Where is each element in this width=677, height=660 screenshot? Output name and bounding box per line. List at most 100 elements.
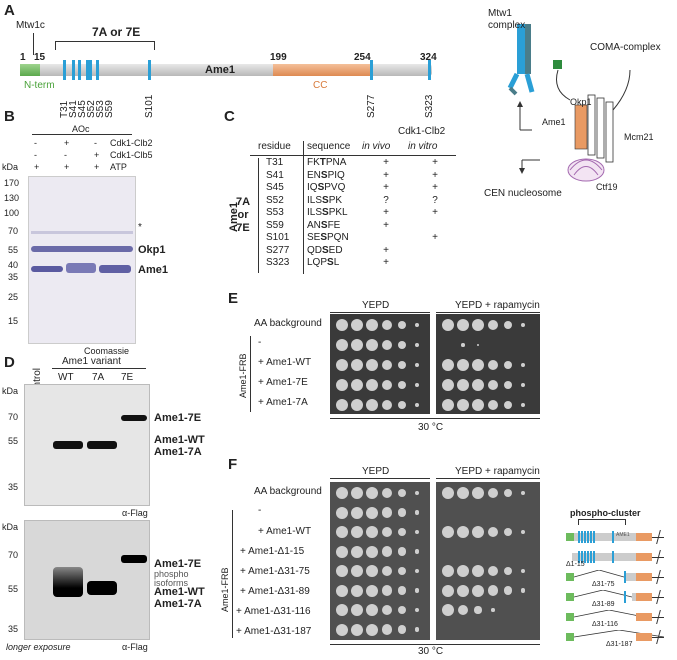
cell-invitro: + [432,207,438,218]
yeast-spot [487,319,499,331]
yeast-spot [351,604,363,616]
cell-invivo: + [383,244,389,256]
panel-b-kda: kDa [2,162,19,172]
nterm-label: N-term [24,80,55,91]
marker-40: 40 [8,260,19,270]
site-s323 [428,60,431,80]
yeast-spot [397,566,407,576]
yeast-spot [336,506,348,519]
cell-residue: S53 [266,207,284,218]
yeast-spot [336,526,348,538]
yeast-spot [336,623,348,636]
yeast-spot [457,487,469,499]
yeast-spot [457,319,469,331]
label-7e-top: Ame1-7E [154,412,202,424]
cell-invivo: ? [383,194,389,206]
cell-sequence: SESPQN [307,232,349,243]
residue-row: S52 ILSSPK?? [262,195,459,208]
e-row-4: + Ame1-7A [258,397,308,408]
label-7a-top: Ame1-7A [154,446,202,458]
mtw1c-line [33,33,34,55]
f-side-label: Ame1-FRB [220,567,230,612]
marker-35: 35 [8,272,19,282]
yeast-spot [366,565,378,577]
yeast-spot [472,526,484,538]
cell-invitro [411,245,459,258]
site-s45 [78,60,81,80]
cell-sequence: ILSSPK [307,194,343,206]
yeast-spot [381,507,393,518]
band-7a-bottom [87,581,117,595]
d-marker-35-bottom: 35 [8,624,19,634]
construct-1: Δ1-15 [566,550,672,568]
yeast-spot [414,322,420,328]
yeast-spot [503,488,513,498]
ame1-bar-label: Ame1 [205,64,235,76]
f-side-line [232,510,233,638]
f-row-6: + Ame1-Δ31-116 [236,606,311,617]
site-s59 [96,60,99,80]
yeast-spot [351,487,363,499]
yeast-spot [366,487,378,499]
yeast-spot [351,339,363,351]
yeast-spot [442,319,454,331]
band-7e-top [121,415,147,421]
yeast-spot [366,506,378,519]
yeast-spot [414,490,420,496]
yeast-spot [366,399,378,411]
pos-1: 1 [20,52,26,63]
aoc-label: AOc [72,124,90,134]
yeast-spot [472,319,484,331]
aoc-line [32,134,132,135]
yeast-spot [442,604,454,616]
yeast-spot [366,584,378,597]
lane-7e: 7E [121,372,134,383]
yeast-spot [472,359,484,371]
f-yepd: YEPD [362,466,390,477]
yeast-spot [474,606,482,614]
e-row-2: + Ame1-WT [258,357,312,368]
ame1-cartoon-label: Ame1 [542,117,566,127]
f-row-0: AA background [254,486,322,497]
cell-residue: S52 [266,194,284,206]
panel-label-f: F [228,456,238,473]
yeast-spot [487,526,499,538]
e-yepd-line [330,312,430,313]
site-s277 [370,60,373,80]
cc-segment [273,64,371,76]
e-temp-line [330,418,540,419]
okp1-label: Okp1 [570,97,592,107]
d-kda-bottom: kDa [2,522,19,532]
cdk-header: Cdk1-Clb2 [398,126,446,137]
yeast-spot [351,359,363,371]
e-spots-rapa [436,314,540,414]
marker-55: 55 [8,245,19,255]
yeast-spot [351,584,363,597]
site-s53 [89,60,92,80]
lane-7a: 7A [92,372,105,383]
yeast-spot [351,506,363,519]
cell-invitro: + [432,157,438,168]
cell-invitro [411,220,459,233]
band-7e-bottom [121,555,147,563]
western-blot-bottom [24,520,150,640]
construct-label-5: Δ31-187 [606,641,633,648]
yeast-spot [520,568,526,574]
panel-label-d: D [4,354,15,371]
cell-invitro: ? [432,194,438,206]
cell-sequence: FKTPNA [307,157,347,168]
construct-4: Δ31-116 [566,610,672,628]
d-marker-70-top: 70 [8,412,19,422]
mtw1c-label: Mtw1c [16,20,45,31]
yeast-spot [472,399,484,411]
phospho-cluster-label: phospho-cluster [570,508,641,518]
yeast-spot [414,510,420,515]
yeast-spot [487,399,499,411]
pos-15: 15 [34,52,46,63]
pos-199: 199 [270,52,287,63]
variant-line [52,368,146,369]
